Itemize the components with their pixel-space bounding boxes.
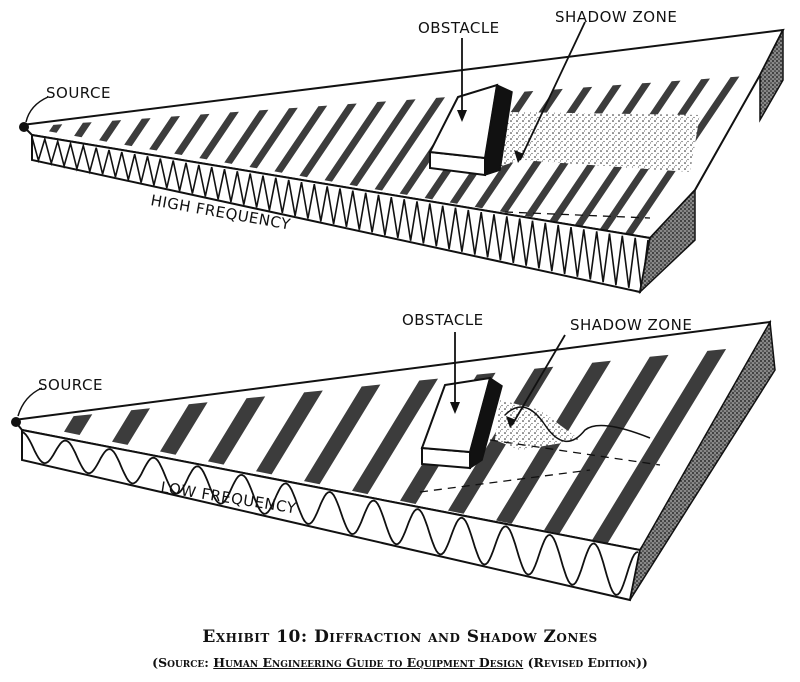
bottom-dashed-line-1 <box>489 439 661 466</box>
bottom-wave-band <box>160 402 208 455</box>
top-shadow-zone-label: SHADOW ZONE <box>555 8 677 26</box>
top-end-face <box>638 188 696 295</box>
bottom-source-dot <box>11 417 21 427</box>
top-wave-band <box>124 118 151 147</box>
top-obstacle-label: OBSTACLE <box>418 19 500 37</box>
bottom-shadow-zone-label: SHADOW ZONE <box>570 316 692 334</box>
top-wave-profile <box>31 136 649 291</box>
bottom-wave-band <box>256 390 323 475</box>
bottom-source-label: SOURCE <box>38 376 103 394</box>
top-shadow-pointer <box>519 21 586 161</box>
top-wave-band <box>99 120 122 142</box>
top-wave-band <box>49 124 63 133</box>
top-obstacle-block <box>428 83 513 177</box>
high-frequency-panel: SOURCE OBSTACLE SHADOW ZONE HIGH FREQUEN… <box>19 8 785 295</box>
top-wave-band <box>299 103 357 178</box>
top-wave-band <box>199 111 239 160</box>
top-wave-band <box>349 99 416 187</box>
bottom-shadow-zone <box>495 400 580 450</box>
bottom-shadow-pointer <box>511 334 566 426</box>
top-dashed-line <box>504 211 651 219</box>
top-source-dot <box>19 122 29 132</box>
top-wave-band <box>374 97 445 191</box>
top-upper-end-face <box>759 29 784 123</box>
top-wave-band <box>324 101 387 182</box>
top-source-pointer <box>25 96 49 123</box>
figure-caption-title: Exhibit 10: Diffraction and Shadow Zones <box>202 627 598 647</box>
bottom-source-pointer <box>17 387 43 417</box>
bottom-diffraction-wave <box>504 406 651 442</box>
top-wave-band <box>174 113 210 155</box>
figure-caption-source: (Source: Human Engineering Guide to Equi… <box>0 655 800 670</box>
top-shadow-zone <box>490 112 700 172</box>
top-wave-band <box>224 109 269 164</box>
bottom-wave-band <box>304 384 381 485</box>
top-wave-band <box>149 116 180 151</box>
top-wave-band <box>74 122 92 138</box>
caption-source-prefix: (Source: <box>152 655 214 670</box>
bottom-wave-band <box>592 349 727 544</box>
bottom-end-face <box>629 319 776 601</box>
low-frequency-panel: SOURCE OBSTACLE SHADOW ZONE LOW FREQUENC… <box>11 311 776 602</box>
bottom-wave-profile <box>21 431 639 596</box>
top-wave-band <box>274 105 328 173</box>
bottom-wave-band <box>112 408 150 445</box>
caption-source-book: Human Engineering Guide to Equipment Des… <box>213 655 524 670</box>
bottom-dashed-line-2 <box>419 469 591 493</box>
bottom-obstacle-label: OBSTACLE <box>402 311 484 329</box>
bottom-wave-band <box>544 354 669 534</box>
bottom-wave-band <box>208 396 266 465</box>
bottom-obstacle-block <box>420 376 503 470</box>
caption-source-suffix: (Revised Edition)) <box>523 655 648 670</box>
diffraction-diagram: SOURCE OBSTACLE SHADOW ZONE HIGH FREQUEN… <box>11 8 785 602</box>
bottom-wave-band <box>64 414 93 435</box>
top-wave-band <box>249 107 298 169</box>
top-source-label: SOURCE <box>46 84 111 102</box>
bottom-wave-band <box>352 378 438 495</box>
